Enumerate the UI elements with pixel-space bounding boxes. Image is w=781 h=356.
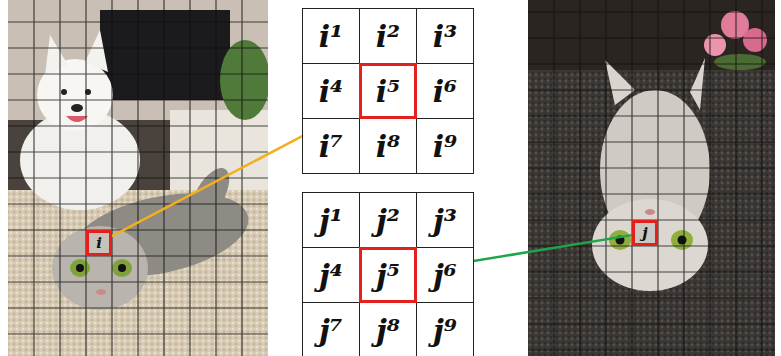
patch-label: j [642,224,647,242]
patch-cell: j⁶ [416,247,474,303]
patch-cell: j³ [416,192,474,248]
patch-cell: j⁷ [302,302,360,356]
patch-box: j [632,220,658,246]
patch-label: i⁸ [376,129,401,164]
patch-cell: i¹ [302,8,360,64]
patch-cell: i⁵ [359,63,417,119]
patch-label: j⁴ [319,258,343,293]
patch-cell: i⁹ [416,118,474,174]
patch-label: j⁶ [433,258,457,293]
patch-cell: i³ [416,8,474,64]
patch-label: j⁷ [319,313,343,348]
patch-cell: i⁴ [302,63,360,119]
patch-cell: i⁶ [416,63,474,119]
patch-cell: i⁷ [302,118,360,174]
patch-label: j⁹ [433,313,457,348]
patch-label: i⁷ [319,129,344,164]
left-photo [8,0,268,356]
patch-cell: j⁹ [416,302,474,356]
patch-cell: j¹ [302,192,360,248]
patch-label: i¹ [319,19,344,54]
patch-label: i⁴ [319,74,344,109]
patch-label: i² [376,19,401,54]
patch-label: i³ [433,19,458,54]
patch-label: j⁵ [376,258,400,293]
patch-label: i⁶ [433,74,458,109]
patch-label: j³ [433,203,457,238]
patch-label: i⁹ [433,129,458,164]
patch-cell: j⁸ [359,302,417,356]
patch-cell: i⁸ [359,118,417,174]
patch-label: j⁸ [376,313,400,348]
right-photo [528,0,775,356]
patch-label: j² [376,203,400,238]
patch-cell: i² [359,8,417,64]
patch-cell: j² [359,192,417,248]
patch-cell: j⁵ [359,247,417,303]
patch-label: i [96,234,102,252]
patch-cell: j⁴ [302,247,360,303]
patch-box: i [86,230,112,256]
patch-label: j¹ [319,203,343,238]
patch-label: i⁵ [376,74,401,109]
